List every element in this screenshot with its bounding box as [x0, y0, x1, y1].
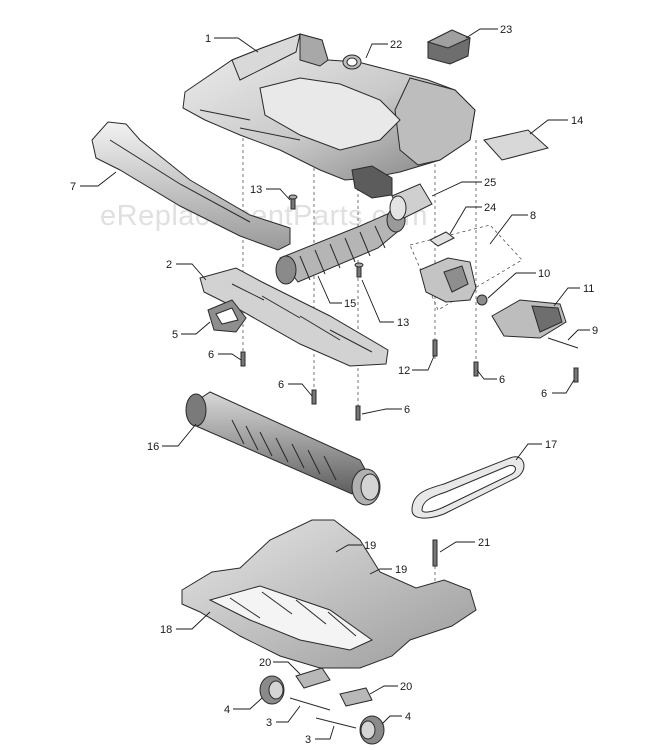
- callout-24: 24: [449, 202, 496, 235]
- callout-21: 21: [439, 537, 490, 553]
- callout-label: 23: [500, 24, 512, 36]
- callout-19-a: 19: [335, 540, 376, 553]
- part-6-screw-b: [311, 389, 317, 405]
- callout-label: 12: [398, 365, 410, 377]
- part-14-pad: [483, 129, 550, 161]
- callout-label: 2: [166, 259, 172, 271]
- callout-18: 18: [160, 611, 211, 636]
- part-13-screw-b: [354, 262, 364, 278]
- part-5-clip: [207, 299, 247, 333]
- part-13-screw-a: [288, 194, 298, 210]
- part-9-shaft: [547, 337, 579, 349]
- part-22-ring: [342, 54, 362, 70]
- callout-label: 7: [70, 181, 76, 193]
- part-6-screw-a: [240, 351, 246, 367]
- callout-23: 23: [465, 24, 512, 39]
- callout-20-b: 20: [369, 681, 412, 695]
- callout-label: 9: [592, 325, 598, 337]
- callout-label: 20: [259, 657, 271, 669]
- callout-label: 6: [208, 349, 214, 361]
- callout-label: 16: [147, 441, 159, 453]
- part-4-wheel-b: [359, 715, 385, 745]
- callout-label: 22: [390, 39, 402, 51]
- callout-5: 5: [172, 321, 211, 341]
- callout-6-d: 6: [541, 379, 575, 400]
- part-16-brushroll: [185, 391, 381, 506]
- callout-6-e: 6: [361, 404, 410, 416]
- callout-label: 6: [278, 379, 284, 391]
- part-17-belt: [411, 456, 525, 519]
- callout-13-b: 13: [361, 279, 409, 329]
- callout-label: 25: [484, 177, 496, 189]
- callout-13-a: 13: [250, 184, 291, 201]
- part-6-screw-c: [355, 405, 361, 421]
- callout-label: 15: [344, 298, 356, 310]
- part-24-clip: [429, 231, 455, 247]
- part-20-clip-b: [339, 687, 373, 707]
- part-20-clip-a: [295, 667, 331, 689]
- part-21-pin: [432, 539, 438, 567]
- part-3-axle-b: [315, 717, 357, 729]
- callout-8: 8: [489, 210, 536, 245]
- part-3-axle-a: [289, 697, 331, 711]
- callout-1: 1: [205, 33, 259, 53]
- callout-11: 11: [553, 283, 594, 307]
- callout-label: 21: [478, 537, 490, 549]
- callout-label: 13: [397, 317, 409, 329]
- part-8-bracket: [419, 257, 477, 303]
- part-25-cylinder: [389, 183, 433, 221]
- part-7-bumper: [91, 121, 291, 251]
- part-1-hood: [182, 33, 476, 199]
- callout-6-a: 6: [208, 349, 242, 361]
- callout-label: 13: [250, 184, 262, 196]
- callout-19-b: 19: [369, 564, 407, 576]
- part-23-pedal: [426, 29, 472, 65]
- callout-7: 7: [70, 171, 117, 193]
- callout-label: 1: [205, 33, 211, 45]
- callout-label: 20: [400, 681, 412, 693]
- callout-10: 10: [487, 268, 550, 299]
- part-10-gear: [476, 294, 488, 306]
- callout-label: 8: [530, 210, 536, 222]
- callout-label: 3: [305, 734, 311, 746]
- callout-16: 16: [147, 423, 197, 453]
- callout-label: 4: [405, 711, 411, 723]
- part-11-motor: [491, 299, 567, 339]
- callout-label: 6: [541, 388, 547, 400]
- callout-2: 2: [166, 259, 207, 281]
- callout-label: 19: [395, 564, 407, 576]
- callout-12: 12: [398, 355, 435, 377]
- part-12-screw: [432, 339, 438, 357]
- part-18-base: [181, 519, 477, 669]
- callout-3-a: 3: [266, 705, 301, 729]
- callout-25: 25: [431, 177, 496, 197]
- part-4-wheel-a: [259, 675, 285, 705]
- callout-4-b: 4: [381, 711, 411, 725]
- callout-20-a: 20: [259, 657, 301, 675]
- callout-9: 9: [567, 325, 598, 341]
- callout-label: 10: [538, 268, 550, 280]
- callout-15: 15: [317, 275, 356, 310]
- callout-label: 24: [484, 202, 496, 214]
- callout-6-b: 6: [476, 369, 505, 386]
- part-6-screw-d: [473, 361, 479, 377]
- callout-22: 22: [365, 39, 402, 59]
- callout-4-a: 4: [224, 697, 263, 716]
- part-6-screw-e: [573, 367, 579, 383]
- callout-14: 14: [529, 115, 583, 135]
- callout-label: 17: [545, 439, 557, 451]
- callout-label: 5: [172, 329, 178, 341]
- callout-17: 17: [515, 439, 557, 461]
- callout-label: 11: [583, 283, 594, 295]
- callout-label: 6: [499, 374, 505, 386]
- callout-3-b: 3: [305, 725, 335, 746]
- callout-label: 3: [266, 717, 272, 729]
- callout-label: 6: [404, 404, 410, 416]
- callout-label: 4: [224, 704, 230, 716]
- callout-label: 19: [364, 540, 376, 552]
- callout-6-c: 6: [278, 379, 313, 397]
- callout-label: 14: [571, 115, 583, 127]
- callout-label: 18: [160, 624, 172, 636]
